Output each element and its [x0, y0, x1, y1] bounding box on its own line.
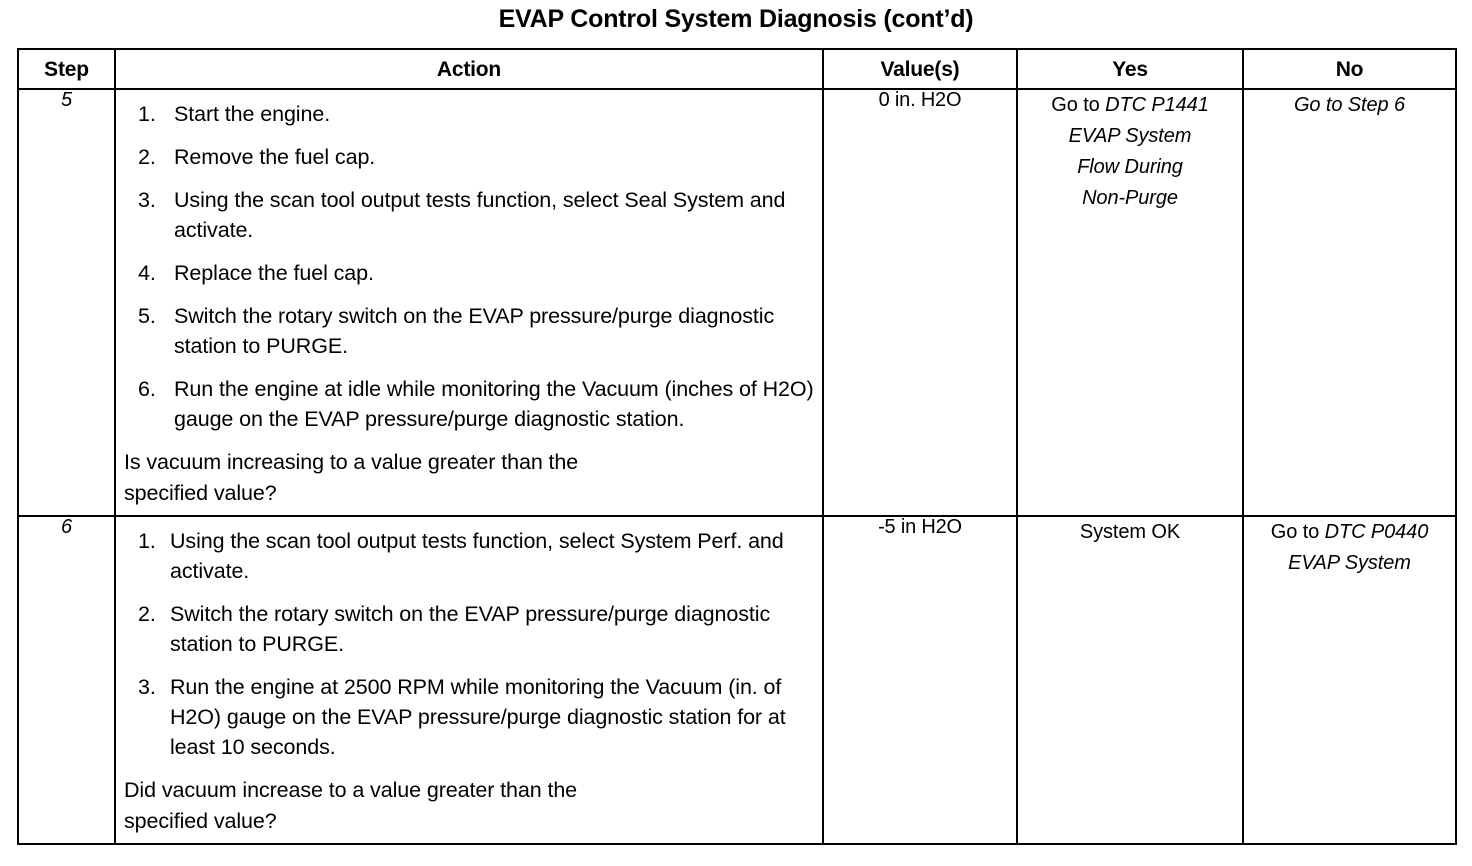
action-step-text: Switch the rotary switch on the EVAP pre…: [174, 304, 775, 358]
column-header-step: Step: [17, 48, 116, 90]
yes-line: EVAP System: [1068, 125, 1192, 147]
action-question: Did vacuum increase to a value greater t…: [124, 775, 814, 837]
table-body: 5 1. Start the engine. 2. Remove the fue…: [17, 88, 1457, 845]
step-number: 5: [17, 88, 116, 517]
action-content: 1. Using the scan tool output tests func…: [116, 517, 822, 843]
action-step-text: Switch the rotary switch on the EVAP pre…: [170, 602, 771, 656]
table-row: 6 1. Using the scan tool output tests fu…: [17, 515, 1457, 845]
action-content: 1. Start the engine. 2. Remove the fuel …: [116, 90, 822, 515]
column-header-value: Value(s): [822, 48, 1018, 90]
diagnosis-table: Step Action Value(s) Yes No 5 1. Start t…: [17, 48, 1457, 845]
value-cell: -5 in H2O: [822, 515, 1018, 845]
action-question-line: specified value?: [124, 481, 277, 505]
action-cell: 1. Start the engine. 2. Remove the fuel …: [114, 88, 824, 517]
action-step-list: 1. Using the scan tool output tests func…: [124, 526, 814, 762]
action-step-text: Using the scan tool output tests functio…: [170, 529, 784, 583]
yes-line: Go to DTC P1441: [1018, 90, 1242, 121]
action-step-number: 3.: [138, 675, 156, 699]
action-step-text: Remove the fuel cap.: [174, 145, 376, 169]
no-cell: Go to DTC P0440 EVAP System: [1242, 515, 1457, 845]
action-step-text: Run the engine at idle while monitoring …: [174, 377, 814, 431]
table-header-row: Step Action Value(s) Yes No: [17, 48, 1457, 90]
action-step-number: 6.: [138, 377, 156, 401]
yes-line: System OK: [1079, 521, 1181, 543]
action-step-number: 2.: [138, 145, 156, 169]
action-question-line: Is vacuum increasing to a value greater …: [124, 450, 579, 474]
yes-text-plain: Go to: [1051, 94, 1106, 116]
action-question: Is vacuum increasing to a value greater …: [124, 447, 814, 509]
action-step-item: 6. Run the engine at idle while monitori…: [124, 374, 814, 434]
step-number: 6: [17, 515, 116, 845]
action-step-number: 1.: [138, 529, 156, 553]
yes-line: Flow During: [1077, 156, 1183, 178]
action-question-line: specified value?: [124, 809, 277, 833]
column-header-no: No: [1242, 48, 1457, 90]
action-step-text: Run the engine at 2500 RPM while monitor…: [170, 675, 786, 759]
action-step-text: Using the scan tool output tests functio…: [174, 188, 786, 242]
action-step-item: 1. Start the engine.: [124, 99, 814, 129]
column-header-yes: Yes: [1016, 48, 1244, 90]
value-cell: 0 in. H2O: [822, 88, 1018, 517]
action-step-number: 4.: [138, 261, 156, 285]
yes-cell: Go to DTC P1441 EVAP System Flow During …: [1016, 88, 1244, 517]
action-step-text: Start the engine.: [174, 102, 331, 126]
column-header-action: Action: [114, 48, 824, 90]
action-step-item: 3. Using the scan tool output tests func…: [124, 185, 814, 245]
no-cell: Go to Step 6: [1242, 88, 1457, 517]
no-text-plain: Go to: [1270, 521, 1325, 543]
action-step-item: 1. Using the scan tool output tests func…: [124, 526, 814, 586]
page-title: EVAP Control System Diagnosis (cont’d): [498, 5, 974, 33]
no-line: EVAP System: [1288, 552, 1411, 574]
no-text-italic: DTC P0440: [1324, 521, 1429, 543]
action-cell: 1. Using the scan tool output tests func…: [114, 515, 824, 845]
action-step-item: 4. Replace the fuel cap.: [124, 258, 814, 288]
action-step-text: Replace the fuel cap.: [174, 261, 374, 285]
table-row: 5 1. Start the engine. 2. Remove the fue…: [17, 88, 1457, 517]
action-step-item: 2. Remove the fuel cap.: [124, 142, 814, 172]
action-step-item: 5. Switch the rotary switch on the EVAP …: [124, 301, 814, 361]
action-step-number: 5.: [138, 304, 156, 328]
yes-text-italic: DTC P1441: [1105, 94, 1209, 116]
action-step-number: 2.: [138, 602, 156, 626]
no-line: Go to Step 6: [1293, 94, 1406, 116]
action-step-number: 3.: [138, 188, 156, 212]
table-header: Step Action Value(s) Yes No: [17, 48, 1457, 90]
yes-line: Non-Purge: [1082, 187, 1178, 209]
action-question-line: Did vacuum increase to a value greater t…: [124, 778, 578, 802]
no-line: Go to DTC P0440: [1244, 517, 1455, 548]
action-step-number: 1.: [138, 102, 156, 126]
yes-cell: System OK: [1016, 515, 1244, 845]
action-step-item: 3. Run the engine at 2500 RPM while moni…: [124, 672, 814, 762]
action-step-item: 2. Switch the rotary switch on the EVAP …: [124, 599, 814, 659]
action-step-list: 1. Start the engine. 2. Remove the fuel …: [124, 99, 814, 434]
